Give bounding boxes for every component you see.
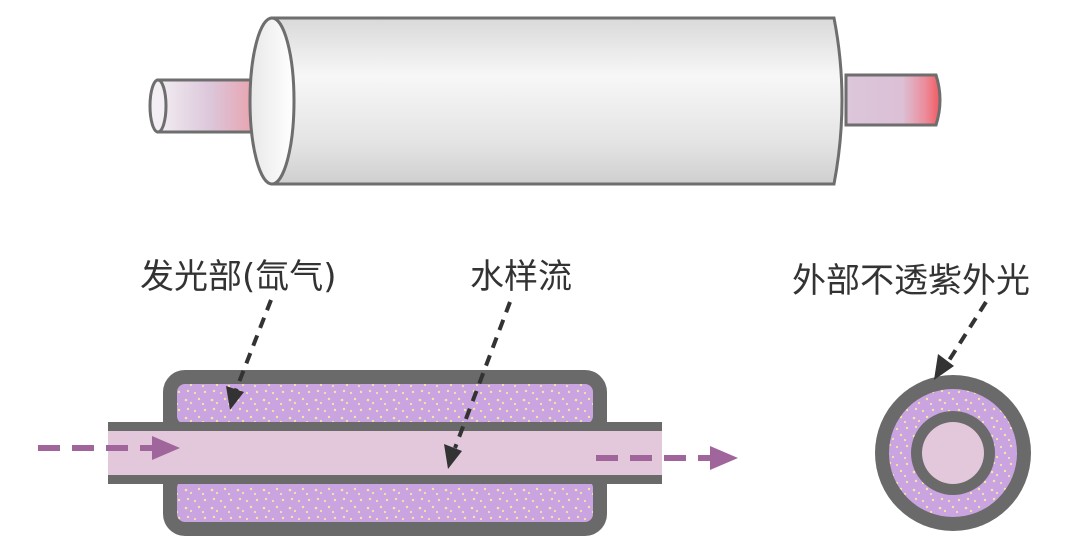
argon-chamber-upper: [177, 384, 593, 424]
lamp-side-section: [38, 370, 738, 536]
label-argon-emitter: 发光部(氙气): [140, 257, 337, 297]
inflow-arrow: [38, 436, 180, 460]
leader-arrow-shell: [934, 300, 988, 380]
label-water-flow: 水样流: [470, 257, 572, 297]
water-core: [922, 422, 984, 484]
lamp-3d-view: [148, 16, 942, 186]
label-opaque-uv: 外部不透紫外光: [792, 261, 1030, 301]
leader-arrow-water: [444, 301, 512, 469]
outflow-arrow: [596, 446, 738, 470]
lamp-cylinder-body: [270, 16, 844, 186]
water-channel: [108, 431, 662, 475]
lamp-cylinder-cap: [248, 16, 296, 186]
leader-arrow-argon: [226, 299, 273, 410]
argon-chamber-lower: [177, 480, 593, 522]
outlet-pipe-3d: [844, 73, 942, 127]
lamp-round-section: [875, 375, 1031, 531]
